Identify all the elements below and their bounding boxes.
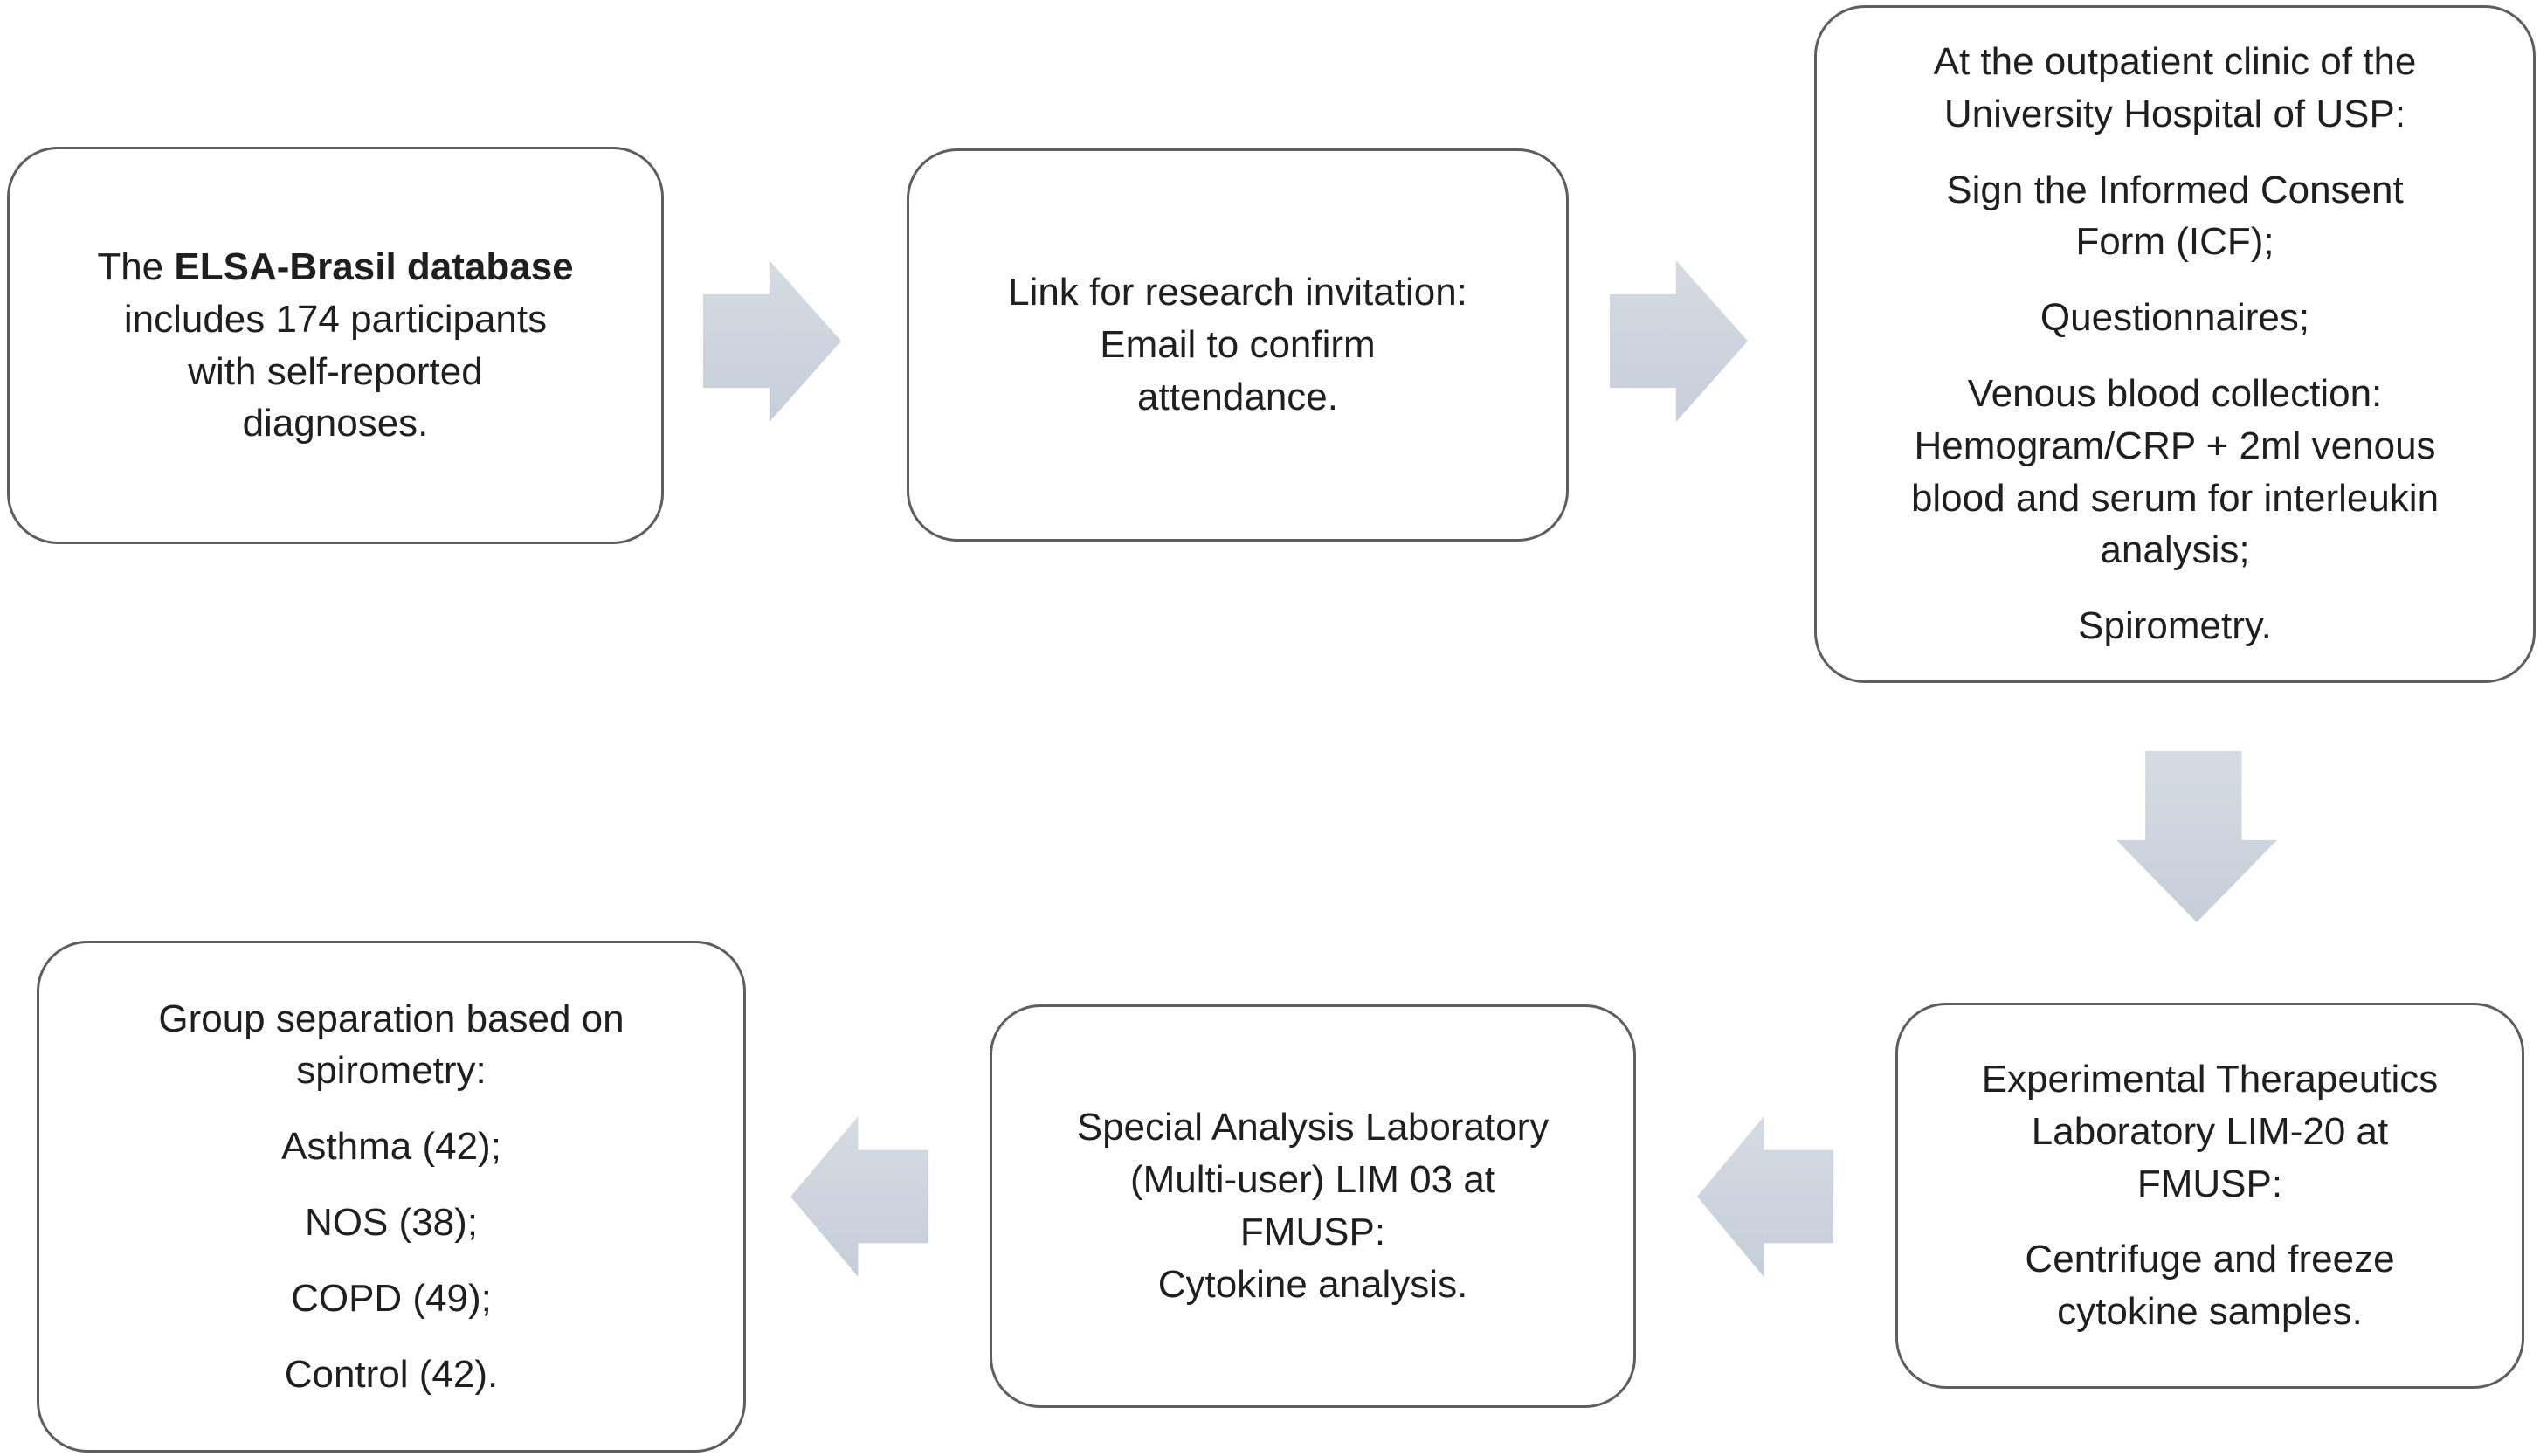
flow-step-paragraph: Spirometry.	[2078, 600, 2272, 652]
flow-step-text-line: NOS (38);	[304, 1201, 479, 1244]
flow-step-text-line: FMUSP:	[2136, 1162, 2283, 1205]
flow-step-paragraph: The ELSA-Brasil database includes 174 par…	[97, 241, 573, 450]
flow-step-text-line: Form (ICF);	[2075, 220, 2274, 264]
flow-step-paragraph: NOS (38);	[305, 1197, 478, 1249]
flow-step-paragraph: Group separation based on spirometry:	[158, 993, 624, 1098]
flow-step-text-line: Spirometry.	[2078, 604, 2272, 648]
flow-step-paragraph: Asthma (42);	[281, 1121, 501, 1173]
flow-step-text-line: analysis;	[2100, 528, 2250, 572]
flow-step-research-invitation: Link for research invitation: Email to co…	[907, 148, 1569, 542]
flow-step-text-line: (Multi-user) LIM 03 at	[1129, 1158, 1496, 1202]
flow-step-text-line: with self-reported	[188, 349, 483, 393]
flow-step-paragraph: Special Analysis Laboratory (Multi-user) …	[1077, 1101, 1550, 1258]
flow-step-text-line: attendance.	[1137, 375, 1338, 418]
flow-step-text-line: Control (42).	[284, 1352, 499, 1396]
flow-step-text-line: Questionnaires;	[2040, 296, 2310, 340]
flow-step-paragraph: Cytokine analysis.	[1158, 1259, 1468, 1311]
flow-step-text-line: Hemogram/CRP + 2ml venous	[1914, 424, 2436, 467]
left-arrow-icon	[1697, 1116, 1833, 1277]
left-arrow-icon	[790, 1116, 928, 1277]
flow-step-text-line: Centrifuge and freeze	[2025, 1238, 2395, 1281]
right-arrow-icon	[703, 260, 841, 422]
flow-step-text-line: blood and serum for interleukin	[1910, 476, 2440, 520]
flow-step-text-line: Special Analysis Laboratory	[1076, 1106, 1550, 1149]
flow-step-text-line: Sign the Informed Consent	[1946, 168, 2404, 211]
flow-step-text-line: cytokine samples.	[2057, 1290, 2363, 1334]
flow-step-text-line: University Hospital of USP:	[1943, 92, 2406, 135]
right-arrow-icon	[1610, 260, 1748, 422]
flow-step-paragraph: Questionnaires;	[2040, 292, 2309, 344]
flow-step-text-line: Group separation based on	[158, 997, 625, 1040]
flow-step-paragraph: Control (42).	[285, 1349, 499, 1401]
flow-step-text-line: Cytokine analysis.	[1157, 1262, 1468, 1306]
flow-step-group-separation: Group separation based on spirometry: Asth…	[37, 941, 746, 1453]
flow-step-elsa-database: The ELSA-Brasil database includes 174 par…	[7, 147, 664, 544]
flow-step-text-line: Link for research invitation:	[1008, 271, 1467, 314]
flow-step-paragraph: Centrifuge and freeze cytokine samples.	[2025, 1233, 2394, 1338]
flow-step-paragraph: Venous blood collection: Hemogram/CRP + 2…	[1911, 368, 2439, 576]
flow-step-text-line: includes 174 participants	[123, 297, 548, 341]
flow-step-text-line: COPD (49);	[291, 1276, 492, 1320]
flow-step-text-line: FMUSP:	[1239, 1211, 1386, 1253]
flow-step-text-line: diagnoses.	[242, 402, 429, 445]
flow-step-lim03-laboratory: Special Analysis Laboratory (Multi-user) …	[990, 1004, 1636, 1408]
flow-step-text-line: The ELSA-Brasil database	[97, 245, 574, 288]
flow-step-text-line: Laboratory LIM-20 at	[2031, 1109, 2389, 1153]
down-arrow-icon	[2116, 751, 2277, 922]
flow-step-paragraph: Link for research invitation: Email to co…	[1008, 266, 1467, 423]
flow-step-text-line: Email to confirm	[1100, 323, 1376, 367]
flow-step-text-line: spirometry:	[296, 1049, 487, 1093]
flow-step-text-line: Experimental Therapeutics	[1981, 1057, 2439, 1101]
flow-step-text-line: At the outpatient clinic of the	[1933, 39, 2417, 83]
flow-step-paragraph: COPD (49);	[291, 1273, 492, 1325]
flow-step-text-line: Venous blood collection:	[1967, 372, 2383, 415]
flow-step-text-line: Asthma (42);	[281, 1125, 501, 1169]
